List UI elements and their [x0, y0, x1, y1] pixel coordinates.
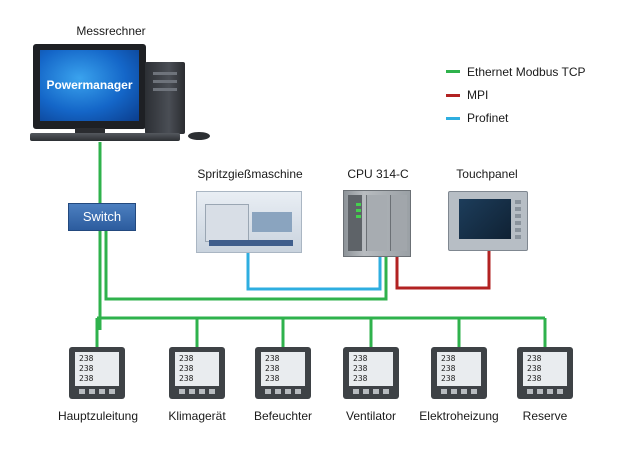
mouse-icon	[188, 132, 210, 140]
legend-label-mpi: MPI	[467, 88, 489, 102]
pc-tower-icon	[145, 62, 185, 134]
ethernet-line	[104, 229, 388, 301]
profinet-line	[246, 252, 382, 291]
meter-label: Elektroheizung	[419, 409, 499, 423]
legend-label-profinet: Profinet	[467, 111, 509, 125]
meter-label: Hauptzuleitung	[57, 409, 139, 423]
plc-cpu-icon[interactable]	[343, 190, 411, 257]
legend-swatch-ethernet	[446, 70, 460, 73]
meter-label: Ventilator	[345, 409, 397, 423]
legend-swatch-profinet	[446, 117, 460, 120]
meter-label: Reserve	[522, 409, 568, 423]
machine-label: Spritzgießmaschine	[197, 167, 303, 181]
monitor-icon: Powermanager	[33, 44, 146, 129]
injection-molding-machine-icon[interactable]	[196, 191, 302, 253]
screen-text: Powermanager	[46, 78, 133, 92]
panel-label: Touchpanel	[456, 167, 518, 181]
switch-box[interactable]: Switch	[68, 203, 136, 231]
touch-panel-icon[interactable]	[448, 191, 528, 251]
meter-label: Klimagerät	[168, 409, 226, 423]
meter-label: Befeuchter	[253, 409, 313, 423]
computer-caption: Messrechner	[76, 24, 146, 38]
legend-label-ethernet: Ethernet Modbus TCP	[467, 65, 586, 79]
legend-swatch-mpi	[446, 94, 460, 97]
mpi-line	[395, 250, 491, 290]
keyboard-icon	[30, 133, 180, 141]
cpu-label: CPU 314-C	[347, 167, 409, 181]
